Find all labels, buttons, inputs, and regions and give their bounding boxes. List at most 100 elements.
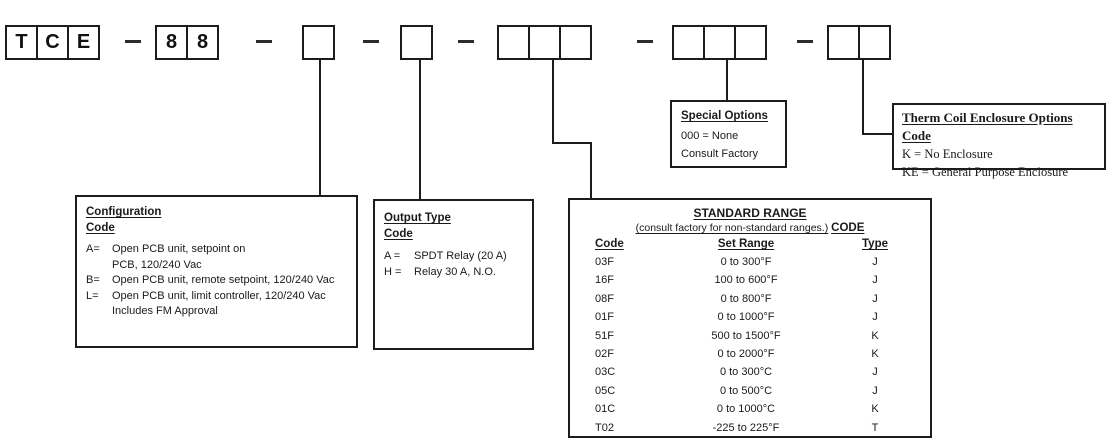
output-type-box: Output Type Code A = SPDT Relay (20 A) H…	[373, 199, 534, 350]
output-type-item: A = SPDT Relay (20 A)	[384, 249, 528, 265]
configuration-item-line1: Open PCB unit, remote setpoint, 120/240 …	[112, 274, 335, 286]
range-code: 01F	[595, 311, 614, 324]
connector-range-v2	[590, 142, 592, 200]
configuration-item: A= Open PCB unit, setpoint on PCB, 120/2…	[86, 242, 350, 273]
configuration-item-text: Open PCB unit, limit controller, 120/240…	[112, 289, 350, 320]
pn-group-model: 8 8	[155, 25, 219, 60]
special-options-line: Consult Factory	[681, 147, 759, 160]
connector-enclosure-h	[862, 133, 894, 135]
configuration-item-line1: Open PCB unit, limit controller, 120/240…	[112, 289, 326, 302]
configuration-item: L= Open PCB unit, limit controller, 120/…	[86, 289, 350, 320]
range-set-range: 0 to 2000°F	[717, 348, 775, 361]
range-table-row: 01F 0 to 1000°F J	[570, 308, 930, 326]
range-type: K	[871, 403, 879, 416]
range-table-row: 03F 0 to 300°F J	[570, 253, 930, 271]
special-options-title: Special Options	[681, 110, 768, 122]
range-table-row: 51F 500 to 1500°F K	[570, 327, 930, 345]
range-table-row: 05C 0 to 500°C J	[570, 382, 930, 400]
range-type: T	[871, 421, 879, 434]
connector-configuration	[319, 60, 321, 197]
special-options-lines: 000 = None Consult Factory	[681, 128, 781, 163]
range-table-row: 08F 0 to 800°F J	[570, 290, 930, 308]
output-type-title: Output Type	[384, 212, 451, 224]
configuration-item-code: B=	[86, 274, 100, 286]
range-table-row: 02F 0 to 2000°F K	[570, 345, 930, 363]
range-code: 03C	[595, 366, 616, 379]
range-set-range: -225 to 225°F	[712, 421, 780, 434]
enclosure-options-title: Therm Coil Enclosure Options Code	[902, 110, 1073, 143]
configuration-box: Configuration Code A= Open PCB unit, set…	[75, 195, 358, 348]
range-type: J	[872, 256, 878, 268]
pn-group-enclosure	[827, 25, 891, 60]
pn-cell	[400, 25, 433, 60]
dash-separator	[458, 40, 474, 43]
configuration-subtitle: Code	[86, 222, 115, 234]
range-code: 02F	[595, 348, 614, 361]
configuration-item-code: A=	[86, 243, 100, 255]
output-type-item-label: Relay 30 A, N.O.	[414, 265, 496, 278]
range-code: 51F	[595, 329, 614, 342]
pn-cell: C	[36, 25, 69, 60]
pn-cell: 8	[155, 25, 188, 60]
standard-range-subtitle-note: (consult factory for non-standard ranges…	[635, 222, 829, 234]
standard-range-subtitle: (consult factory for non-standard ranges…	[570, 221, 930, 236]
configuration-item-code: L=	[86, 289, 99, 302]
pn-cell	[497, 25, 530, 60]
output-type-item-label: SPDT Relay (20 A)	[414, 250, 507, 262]
pn-cell	[302, 25, 335, 60]
configuration-item: B= Open PCB unit, remote setpoint, 120/2…	[86, 273, 350, 289]
range-set-range: 0 to 1000°F	[717, 311, 775, 324]
connector-enclosure-v	[862, 60, 864, 135]
range-type: J	[872, 384, 878, 397]
range-header-set-range: Set Range	[717, 238, 775, 250]
range-table-row: 01C 0 to 1000°C K	[570, 400, 930, 418]
configuration-items: A= Open PCB unit, setpoint on PCB, 120/2…	[86, 242, 350, 320]
output-type-item: H = Relay 30 A, N.O.	[384, 265, 528, 281]
range-code: 01C	[595, 403, 616, 416]
range-type: K	[871, 329, 879, 342]
standard-range-subtitle-code: CODE	[831, 222, 865, 234]
pn-cell: E	[67, 25, 100, 60]
pn-group-series: T C E	[5, 25, 100, 60]
output-type-subtitle: Code	[384, 228, 413, 240]
pn-cell	[528, 25, 561, 60]
range-table-row: T02 -225 to 225°F T	[570, 419, 930, 437]
range-header-type: Type	[862, 238, 888, 250]
output-type-items: A = SPDT Relay (20 A) H = Relay 30 A, N.…	[384, 249, 528, 280]
range-type: J	[872, 292, 878, 305]
range-table-row: 16F 100 to 600°F J	[570, 271, 930, 289]
pn-cell	[703, 25, 736, 60]
special-options-box: Special Options 000 = None Consult Facto…	[670, 100, 787, 168]
connector-range-h	[552, 142, 592, 144]
configuration-item-text: Open PCB unit, remote setpoint, 120/240 …	[112, 273, 350, 289]
range-set-range: 0 to 300°F	[720, 256, 772, 268]
dash-separator	[363, 40, 379, 43]
range-type: J	[872, 366, 878, 379]
connector-output-type	[419, 60, 421, 201]
pn-cell	[672, 25, 705, 60]
output-type-item-code: H =	[384, 265, 402, 278]
range-type: J	[872, 274, 878, 287]
enclosure-options-line: KE = General Purpose Enclosure	[902, 165, 1069, 179]
pn-group-special-options	[672, 25, 767, 60]
range-code: 03F	[595, 256, 614, 268]
enclosure-options-line: K = No Enclosure	[902, 147, 993, 161]
range-type: K	[871, 348, 879, 361]
range-code: 16F	[595, 274, 614, 287]
range-set-range: 100 to 600°F	[714, 274, 778, 287]
configuration-item-line1: Open PCB unit, setpoint on	[112, 243, 246, 255]
pn-cell	[734, 25, 767, 60]
dash-separator	[637, 40, 653, 43]
range-set-range: 0 to 500°C	[719, 384, 773, 397]
configuration-item-line2: PCB, 120/240 Vac	[112, 258, 202, 271]
connector-special-options	[726, 60, 728, 102]
range-set-range: 0 to 1000°C	[716, 403, 776, 416]
range-set-range: 500 to 1500°F	[711, 329, 781, 342]
pn-group-output-type	[400, 25, 433, 60]
configuration-item-line2: Includes FM Approval	[112, 305, 218, 317]
range-table-row: 03C 0 to 300°C J	[570, 363, 930, 381]
pn-group-configuration	[302, 25, 335, 60]
pn-cell	[827, 25, 860, 60]
pn-cell: 8	[186, 25, 219, 60]
dash-separator	[256, 40, 272, 43]
